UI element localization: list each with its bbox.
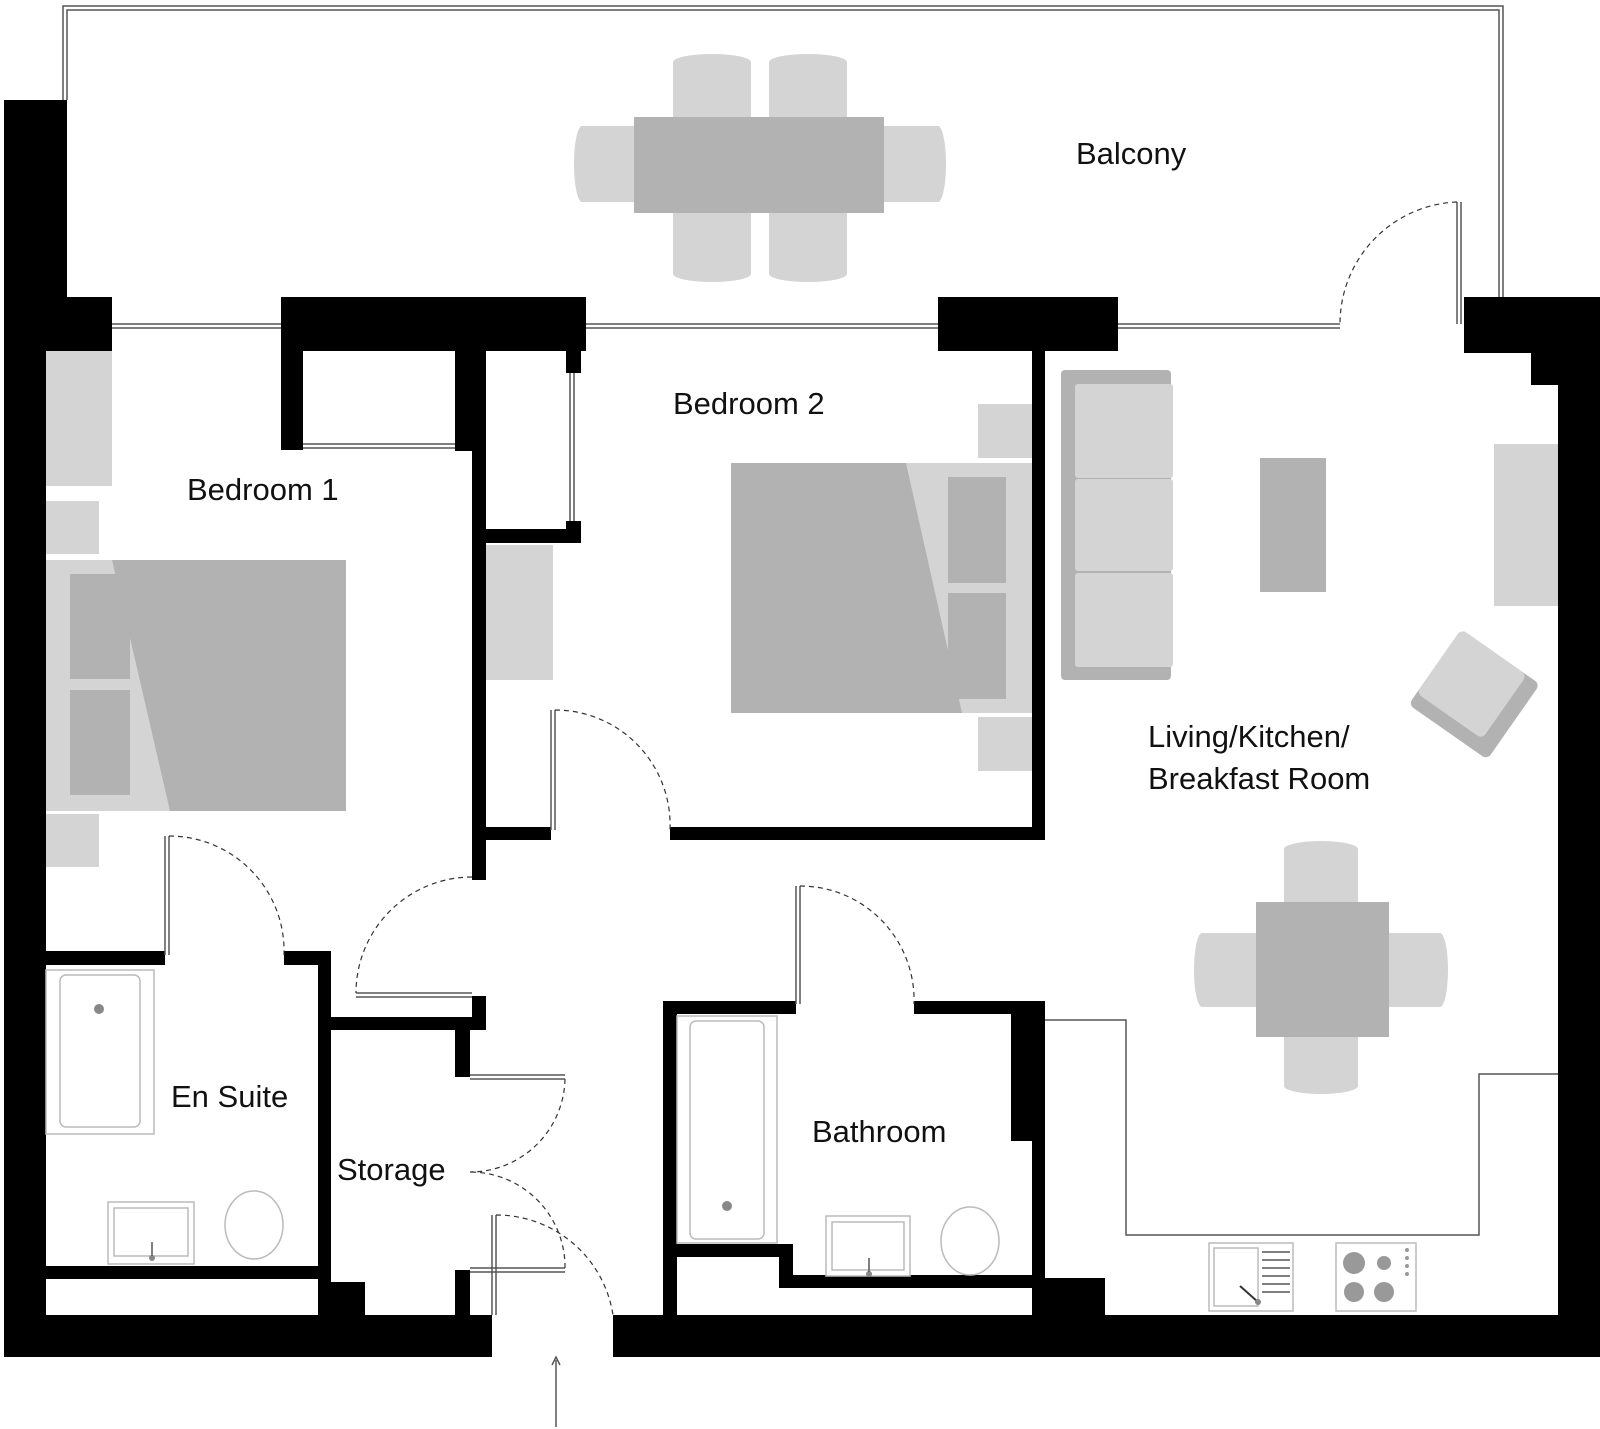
- bedroom-2-wardrobe: [569, 373, 575, 521]
- balcony-label: Balcony: [1076, 136, 1187, 171]
- bedroom-2-furniture: [486, 404, 1032, 771]
- bedroom-2-label: Bedroom 2: [673, 386, 825, 421]
- bedroom-1-furniture: [46, 351, 346, 867]
- bathroom-fixtures: [676, 1015, 1000, 1277]
- kitchen: [1045, 1019, 1558, 1312]
- entrance-arrow-icon: [551, 1355, 561, 1427]
- en-suite-label: En Suite: [171, 1079, 288, 1114]
- doors: [164, 709, 915, 1316]
- walls: [4, 100, 1600, 1357]
- storage-label: Storage: [337, 1152, 446, 1187]
- living-room-label-line2: Breakfast Room: [1148, 761, 1370, 796]
- bedroom-1-wardrobe: [303, 443, 455, 449]
- en-suite-fixtures: [45, 969, 284, 1265]
- living-room-furniture: [1061, 370, 1558, 1094]
- balcony-door: [1339, 201, 1462, 325]
- bedroom-1-label: Bedroom 1: [187, 472, 339, 507]
- balcony-dining-set: [574, 54, 946, 282]
- bathroom-label: Bathroom: [812, 1114, 946, 1149]
- living-room-label-line1: Living/Kitchen/: [1148, 719, 1350, 754]
